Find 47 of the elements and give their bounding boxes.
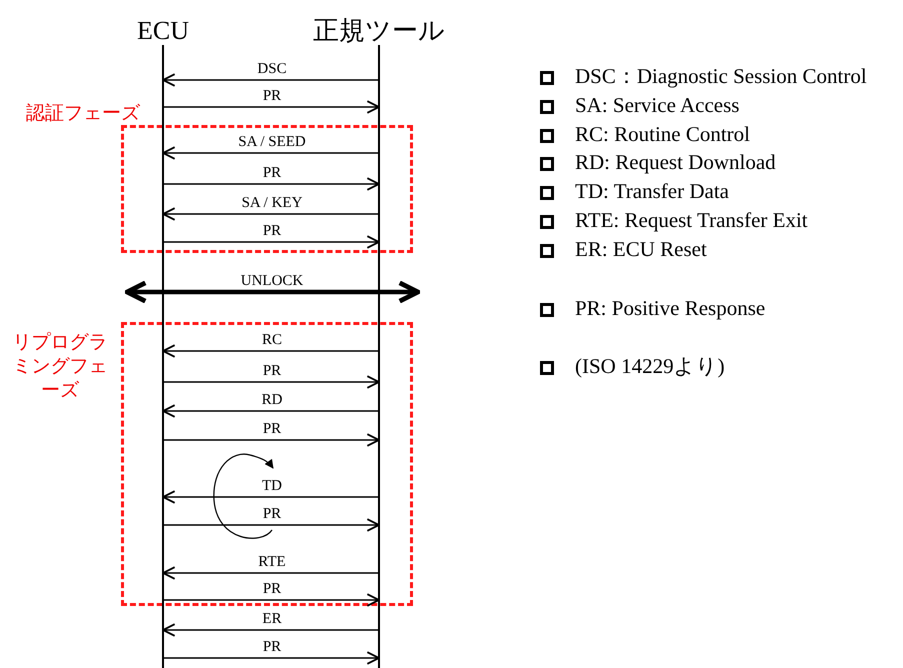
edge-label: RTE [257,554,287,570]
message-arrow [162,207,379,221]
message-arrow [162,146,379,160]
message-arrow [163,518,380,532]
edge-label: RD [260,392,284,408]
message-arrow [162,344,379,358]
message-arrow [162,623,379,637]
list-item: RTE: Request Transfer Exit [575,208,808,232]
lifeline-heading: 正規ツール [312,16,446,46]
message-arrow [162,73,379,87]
phase-label: リプログラミングフェーズ [12,330,108,402]
list-item: SA: Service Access [575,93,740,117]
edge-label: DSC [256,61,288,77]
edge-label: PR [262,88,282,104]
edge-label: PR [262,363,282,379]
edge-label: PR [262,223,282,239]
message-arrow [162,404,379,418]
message-arrow [163,593,380,607]
phase-label: 認証フェーズ [25,101,141,125]
edge-label: PR [262,165,282,181]
message-arrow [163,433,380,447]
double-arrow [124,280,420,304]
lifeline-heading: ECU [136,16,190,46]
edge-label: PR [262,581,282,597]
edge-label: PR [262,421,282,437]
edge-label: TD [261,478,283,494]
list-item: (ISO 14229より) [575,354,725,378]
edge-label: SA / KEY [240,195,304,211]
message-arrow [163,651,380,665]
edge-label: PR [262,639,282,655]
message-arrow [163,235,380,249]
message-arrow [163,100,380,114]
list-item: RC: Routine Control [575,122,750,146]
list-item: TD: Transfer Data [575,179,729,203]
list-item: PR: Positive Response [575,296,766,320]
edge-label: ER [261,611,283,627]
edge-label: RC [261,332,283,348]
message-arrow [163,177,380,191]
message-arrow [163,375,380,389]
list-item: ER: ECU Reset [575,237,707,261]
edge-label: PR [262,506,282,522]
edge-label: SA / SEED [237,134,307,150]
message-arrow [162,566,379,580]
list-item: RD: Request Download [575,150,776,174]
edge-label: UNLOCK [240,273,304,289]
list-item: DSC：Diagnostic Session Control [575,64,867,88]
message-arrow [162,490,379,504]
